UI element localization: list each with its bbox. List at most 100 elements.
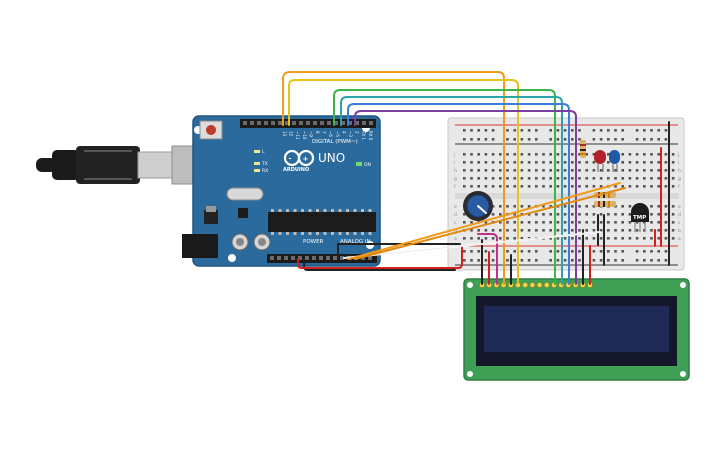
rx-led-icon <box>254 169 260 172</box>
red-led[interactable] <box>594 150 606 172</box>
power-pin <box>277 256 281 260</box>
digital-pin-label: RX 0 <box>368 131 373 141</box>
digital-pin-label: ~6 <box>328 131 333 137</box>
digital-pin <box>334 121 338 125</box>
wire-green-top[interactable] <box>333 89 556 151</box>
reset-button[interactable] <box>199 120 223 140</box>
breadboard-row-label: f <box>678 184 680 190</box>
tx-led-icon <box>254 162 260 165</box>
digital-pin-label: 2 <box>355 131 360 134</box>
resistor-1[interactable] <box>580 140 586 158</box>
uno-label: UNO <box>318 151 345 165</box>
wire-teal-top[interactable] <box>340 96 563 151</box>
digital-pwm-label: DIGITAL (PWM~) <box>312 139 358 145</box>
analog-in-label: ANALOG IN <box>340 239 371 245</box>
breadboard-row-label: a <box>678 237 681 242</box>
breadboard-row-label: c <box>678 221 681 226</box>
wire-red-5v[interactable] <box>297 245 463 269</box>
digital-pin <box>362 121 366 125</box>
wire-magenta-lcd[interactable] <box>477 233 498 285</box>
digital-pin-label: TX 1 <box>361 130 366 140</box>
wire-orange-analog-2[interactable] <box>354 187 626 260</box>
breadboard-row-label: c <box>454 221 457 226</box>
breadboard-row-label: a <box>454 237 457 242</box>
on-led-icon <box>356 162 362 166</box>
atmega-chip <box>268 209 376 235</box>
wire-blue-top[interactable] <box>347 103 570 151</box>
digital-pin <box>327 121 331 125</box>
power-pin <box>305 256 309 260</box>
svg-text:-: - <box>289 155 292 163</box>
lcd-pin <box>522 282 529 288</box>
blue-led[interactable] <box>609 150 620 172</box>
breadboard-row-label: i <box>454 160 455 166</box>
digital-pin-label: 8 <box>315 131 320 134</box>
digital-pin <box>257 121 261 125</box>
breadboard-row-label: d <box>454 212 457 218</box>
arduino-logo: - + <box>283 149 315 167</box>
power-pin <box>291 256 295 260</box>
wire-black-gnd-2[interactable] <box>337 243 461 260</box>
l-led-label: L <box>262 149 265 155</box>
digital-pin <box>369 121 373 125</box>
svg-text:+: + <box>303 155 309 163</box>
power-pin <box>368 256 372 260</box>
lcd-screen <box>484 306 669 352</box>
digital-pin <box>341 121 345 125</box>
wire-purple-top[interactable] <box>354 110 577 151</box>
digital-pin-label: ~3 <box>348 131 353 137</box>
breadboard-row-label: i <box>678 160 679 166</box>
breadboard-row-label: b <box>454 228 457 234</box>
power-pin <box>270 256 274 260</box>
breadboard-row-label: g <box>454 177 457 182</box>
lcd-16x2[interactable] <box>463 278 690 381</box>
digital-pin <box>320 121 324 125</box>
breadboard-row-label: j <box>677 152 679 158</box>
breadboard-row-label: f <box>454 184 456 190</box>
digital-pin-label: ~5 <box>335 131 340 137</box>
resistor-3[interactable] <box>594 201 616 207</box>
power-pin <box>312 256 316 260</box>
wires[interactable] <box>282 71 670 285</box>
digital-pin <box>313 121 317 125</box>
sensor-label: TMP <box>633 215 646 221</box>
temperature-sensor[interactable]: TMP <box>631 203 649 232</box>
wire-yellow-top[interactable] <box>288 79 519 151</box>
breadboard-row-label: g <box>678 177 681 182</box>
power-jack[interactable] <box>182 234 218 258</box>
power-pin <box>284 256 288 260</box>
potentiometer[interactable] <box>463 191 493 221</box>
breadboard-row-label: b <box>678 228 681 234</box>
digital-pin <box>299 121 303 125</box>
wire-orange-analog-1[interactable] <box>348 182 621 260</box>
digital-pin-label: 13 <box>282 131 287 137</box>
lcd-pin <box>529 282 536 288</box>
digital-pin-label: 7 <box>322 131 327 134</box>
lcd-pin <box>536 282 543 288</box>
digital-pin <box>264 121 268 125</box>
power-pin <box>319 256 323 260</box>
digital-pin <box>355 121 359 125</box>
tx-led-label: TX <box>261 161 268 167</box>
power-pin <box>326 256 330 260</box>
power-label: POWER <box>303 239 324 245</box>
power-pin <box>298 256 302 260</box>
digital-pin-label: 12 <box>289 131 294 137</box>
digital-pin-label: 4 <box>341 131 346 134</box>
lcd-pin <box>543 282 550 288</box>
wire-orange-top[interactable] <box>282 71 505 151</box>
l-led-icon <box>254 150 260 153</box>
rx-led-label: RX <box>262 168 268 174</box>
digital-pin <box>306 121 310 125</box>
digital-pin-label: ~11 <box>295 131 300 140</box>
breadboard-row-label: h <box>678 168 681 174</box>
breadboard-row-label: e <box>678 205 681 210</box>
breadboard-row-label: d <box>678 212 681 218</box>
digital-pin <box>243 121 247 125</box>
breadboard-row-label: j <box>453 152 455 158</box>
on-led-label: ON <box>364 162 371 168</box>
digital-pin <box>250 121 254 125</box>
